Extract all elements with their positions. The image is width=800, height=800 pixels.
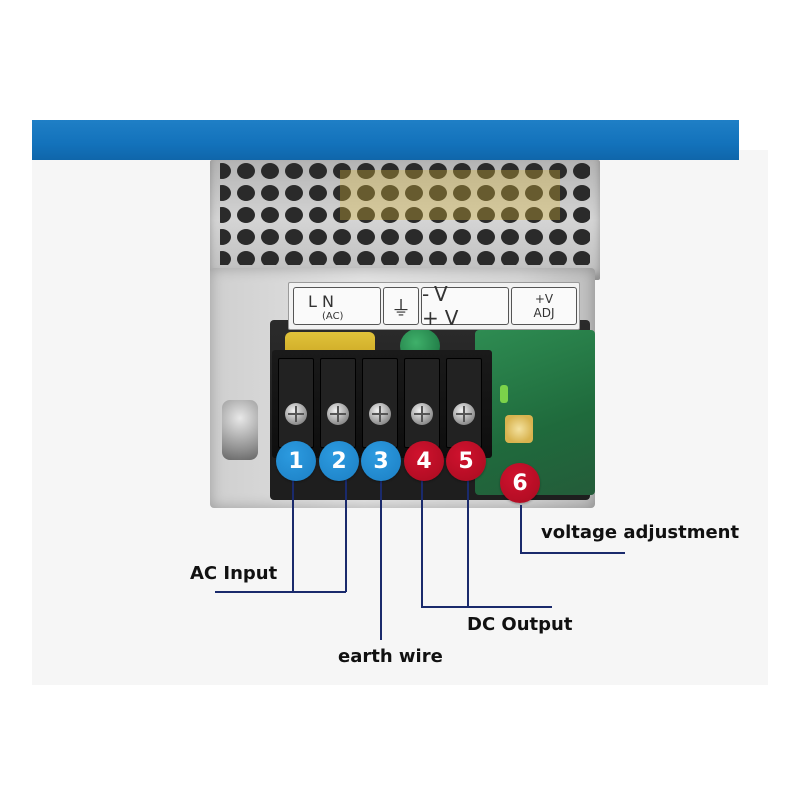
callout-earth-wire: earth wire	[338, 646, 443, 667]
terminal-screw	[411, 403, 433, 425]
terminal-slot	[278, 358, 314, 448]
voltage-potentiometer	[505, 415, 533, 443]
leader-voltage-adj	[520, 505, 625, 554]
terminal-screw	[327, 403, 349, 425]
vent-holes	[220, 160, 590, 265]
terminal-screw	[369, 403, 391, 425]
circuit-board	[475, 330, 595, 495]
label-l-n: L N	[308, 292, 334, 311]
badge-3: 3	[361, 441, 401, 481]
leader-dc-4	[421, 480, 552, 608]
label-adj: +V ADJ	[511, 287, 577, 325]
side-screw	[222, 400, 258, 460]
label-adj-top: +V	[534, 292, 554, 306]
label-ground: ⏚	[383, 287, 419, 325]
terminal-label-strip: L N (AC) ⏚ -V +V +V ADJ	[288, 282, 580, 330]
terminal-block	[272, 350, 492, 458]
indicator-led	[500, 385, 508, 403]
terminal-slot	[446, 358, 482, 448]
badge-6: 6	[500, 463, 540, 503]
perforated-cover	[210, 160, 600, 280]
callout-voltage-adjustment: voltage adjustment	[541, 522, 740, 543]
badge-1: 1	[276, 441, 316, 481]
badge-4: 4	[404, 441, 444, 481]
terminal-slot	[362, 358, 398, 448]
callout-dc-output: DC Output	[467, 614, 573, 635]
label-adj-bottom: ADJ	[533, 306, 555, 320]
label-ac-terminals: L N (AC)	[293, 287, 381, 325]
terminal-screw	[285, 403, 307, 425]
terminal-screw	[453, 403, 475, 425]
badge-2: 2	[319, 441, 359, 481]
badge-5: 5	[446, 441, 486, 481]
label-ac: (AC)	[322, 311, 344, 322]
terminal-slot	[320, 358, 356, 448]
header-banner	[32, 120, 739, 160]
callout-ac-input: AC Input	[190, 563, 278, 584]
power-supply-illustration: L N (AC) ⏚ -V +V +V ADJ	[210, 160, 600, 510]
